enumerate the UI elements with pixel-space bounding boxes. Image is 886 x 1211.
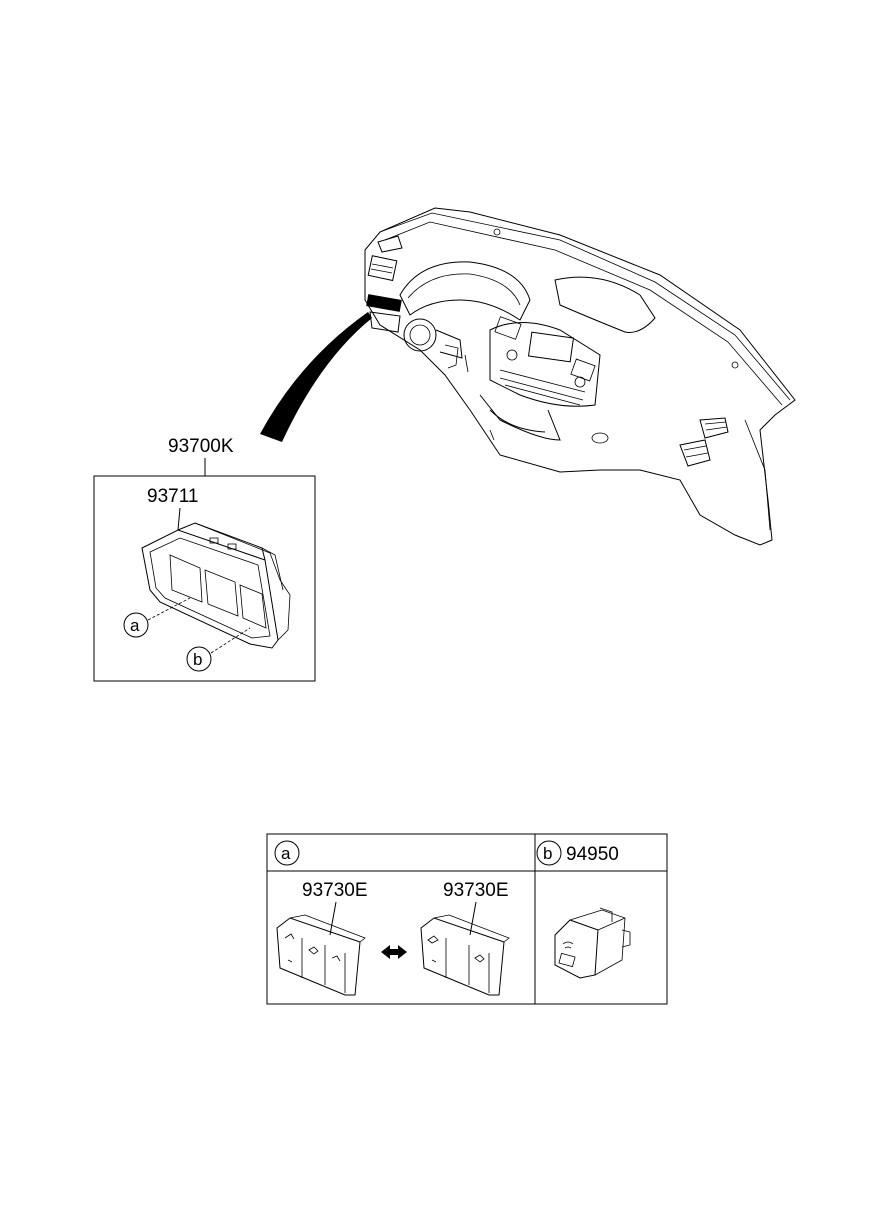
part-number-switch-right: 93730E [443, 880, 509, 901]
dashboard-illustration [364, 207, 796, 546]
detail-table [266, 833, 668, 1005]
part-number-assembly: 93700K [168, 436, 234, 457]
table-header-b-circle [536, 840, 562, 866]
pointer-arrow [260, 312, 372, 442]
part-number-switch-b: 94950 [566, 844, 619, 865]
callout-a-circle [123, 612, 149, 638]
table-header-a-circle [274, 840, 300, 866]
switch-left-illustration [276, 914, 366, 996]
switch-b-illustration [554, 907, 631, 979]
callout-a-label: a [130, 616, 140, 635]
part-number-bezel: 93711 [147, 486, 198, 507]
table-header-b-label: b [543, 844, 552, 863]
part-number-switch-left: 93730E [302, 880, 368, 901]
assembly-box [93, 475, 316, 682]
bezel-illustration [141, 522, 291, 649]
table-header-a-label: a [281, 844, 291, 863]
callout-b-label: b [193, 650, 202, 669]
callout-b-circle [186, 646, 212, 672]
swap-arrow-icon [381, 945, 407, 959]
switch-right-illustration [420, 914, 510, 996]
